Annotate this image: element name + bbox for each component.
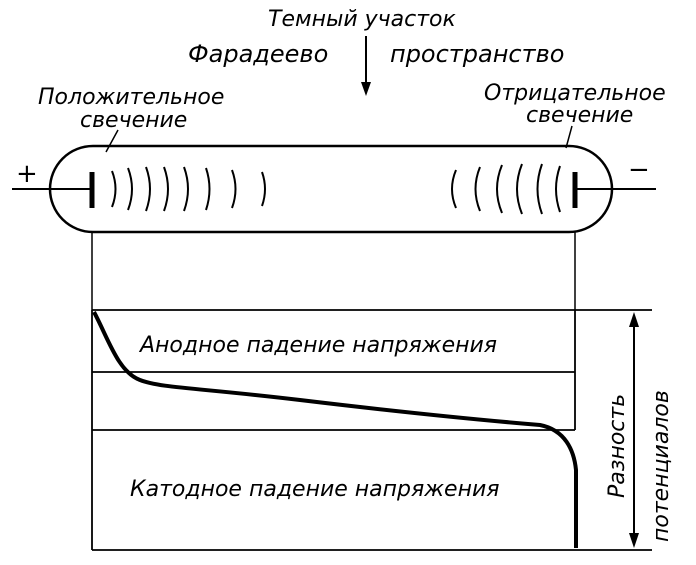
label-faraday: Фарадеево xyxy=(188,40,328,68)
label-positive-glow-line2: свечение xyxy=(80,108,187,133)
plus-sign: + xyxy=(16,159,38,189)
positive-glow-leader xyxy=(105,129,119,153)
potential-diff-arrow-top xyxy=(629,312,639,327)
label-anode-drop: Анодное падение напряжения xyxy=(138,333,497,358)
label-negative-glow-line1: Отрицательное xyxy=(484,81,666,106)
label-potential-diff-line1: Разность xyxy=(605,394,630,498)
label-dark-region: Темный участок xyxy=(268,7,456,32)
minus-sign: − xyxy=(628,155,650,185)
label-negative-glow-line2: свечение xyxy=(526,103,633,128)
label-positive-glow-line1: Положительное xyxy=(38,85,224,110)
dark-region-arrow-head xyxy=(361,82,371,96)
negative-glow-arcs xyxy=(451,163,561,215)
negative-glow-leader xyxy=(565,125,573,149)
label-space: пространство xyxy=(390,40,564,68)
label-potential-diff-line2: потенциалов xyxy=(649,390,674,542)
potential-diff-arrow-bottom xyxy=(629,533,639,548)
potential-curve xyxy=(92,311,578,548)
discharge-tube xyxy=(48,144,614,234)
label-cathode-drop: Катодное падение напряжения xyxy=(130,477,500,502)
positive-column-striations xyxy=(111,166,266,212)
